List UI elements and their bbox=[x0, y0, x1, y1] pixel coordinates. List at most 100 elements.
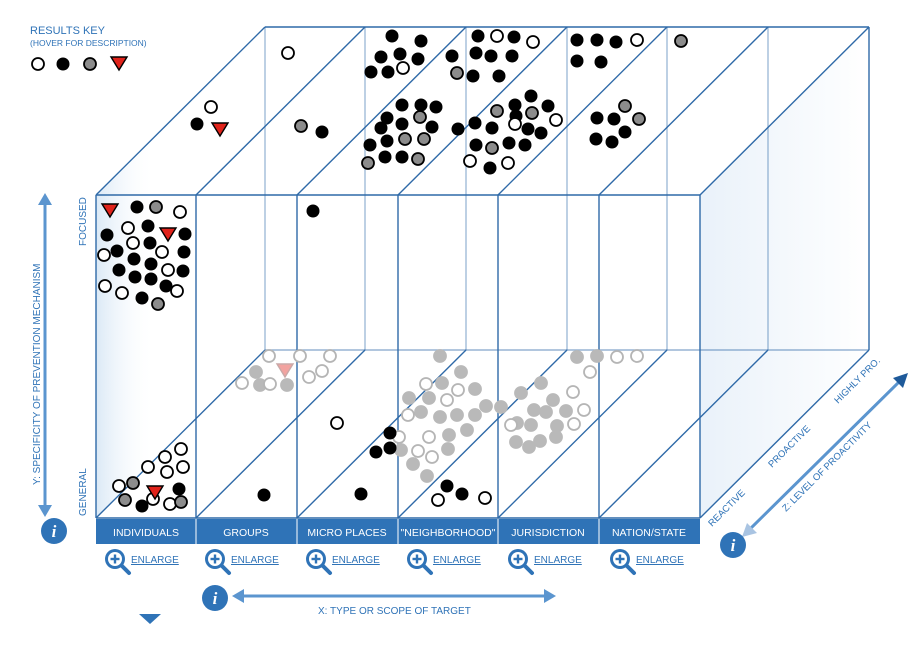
key-red-triangle[interactable] bbox=[109, 56, 129, 72]
enlarge-button-micro-places[interactable]: ENLARGE bbox=[306, 549, 380, 575]
result-marker-gray[interactable] bbox=[433, 349, 447, 363]
result-marker-gray[interactable] bbox=[514, 386, 528, 400]
result-marker-black[interactable] bbox=[315, 125, 329, 139]
result-marker-gray[interactable] bbox=[524, 418, 538, 432]
result-marker-black[interactable] bbox=[374, 121, 388, 135]
result-marker-white[interactable] bbox=[504, 418, 518, 432]
result-marker-black[interactable] bbox=[507, 30, 521, 44]
result-marker-black[interactable] bbox=[508, 98, 522, 112]
result-marker-black[interactable] bbox=[469, 138, 483, 152]
result-marker-white[interactable] bbox=[170, 284, 184, 298]
result-marker-black[interactable] bbox=[607, 112, 621, 126]
result-marker-gray[interactable] bbox=[546, 393, 560, 407]
result-marker-black[interactable] bbox=[383, 441, 397, 455]
result-marker-white[interactable] bbox=[262, 349, 276, 363]
result-marker-white[interactable] bbox=[549, 113, 563, 127]
result-marker-black[interactable] bbox=[445, 49, 459, 63]
result-marker-white[interactable] bbox=[204, 100, 218, 114]
result-marker-white[interactable] bbox=[440, 393, 454, 407]
result-marker-white[interactable] bbox=[501, 156, 515, 170]
result-marker-black[interactable] bbox=[257, 488, 271, 502]
result-marker-gray[interactable] bbox=[618, 99, 632, 113]
result-marker-white[interactable] bbox=[463, 154, 477, 168]
result-marker-black[interactable] bbox=[483, 161, 497, 175]
column-header-neighborhood[interactable]: "NEIGHBORHOOD" bbox=[401, 527, 496, 539]
result-marker-gray[interactable] bbox=[433, 410, 447, 424]
result-marker-black[interactable] bbox=[112, 263, 126, 277]
column-header-individuals[interactable]: INDIVIDUALS bbox=[113, 527, 179, 539]
result-marker-black[interactable] bbox=[485, 121, 499, 135]
result-marker-black[interactable] bbox=[524, 89, 538, 103]
result-marker-gray[interactable] bbox=[118, 493, 132, 507]
result-marker-white[interactable] bbox=[490, 29, 504, 43]
result-marker-gray[interactable] bbox=[539, 405, 553, 419]
result-marker-gray[interactable] bbox=[454, 365, 468, 379]
result-marker-gray[interactable] bbox=[509, 435, 523, 449]
result-marker-gray[interactable] bbox=[479, 399, 493, 413]
result-marker-white[interactable] bbox=[163, 497, 177, 511]
result-marker-black[interactable] bbox=[144, 272, 158, 286]
result-marker-white[interactable] bbox=[610, 350, 624, 364]
result-marker-gray[interactable] bbox=[522, 440, 536, 454]
result-marker-white[interactable] bbox=[98, 279, 112, 293]
result-marker-gray[interactable] bbox=[525, 106, 539, 120]
result-marker-white[interactable] bbox=[173, 205, 187, 219]
result-marker-gray[interactable] bbox=[411, 152, 425, 166]
result-marker-gray[interactable] bbox=[249, 365, 263, 379]
result-marker-gray[interactable] bbox=[406, 457, 420, 471]
key-white-circle[interactable] bbox=[31, 57, 45, 71]
result-marker-gray[interactable] bbox=[174, 495, 188, 509]
enlarge-label[interactable]: ENLARGE bbox=[636, 555, 684, 566]
info-button-z-axis[interactable]: i bbox=[720, 532, 746, 558]
result-marker-black[interactable] bbox=[414, 34, 428, 48]
enlarge-button-individuals[interactable]: ENLARGE bbox=[105, 549, 179, 575]
result-marker-gray[interactable] bbox=[361, 156, 375, 170]
result-marker-gray[interactable] bbox=[450, 66, 464, 80]
result-marker-gray[interactable] bbox=[527, 403, 541, 417]
enlarge-button-jurisdiction[interactable]: ENLARGE bbox=[508, 549, 582, 575]
result-marker-gray[interactable] bbox=[632, 112, 646, 126]
result-marker-gray[interactable] bbox=[126, 476, 140, 490]
result-marker-gray[interactable] bbox=[590, 349, 604, 363]
result-marker-white[interactable] bbox=[566, 385, 580, 399]
result-marker-black[interactable] bbox=[364, 65, 378, 79]
result-marker-white[interactable] bbox=[97, 248, 111, 262]
result-marker-gray[interactable] bbox=[417, 132, 431, 146]
result-marker-gray[interactable] bbox=[413, 110, 427, 124]
column-header-jurisdiction[interactable]: JURISDICTION bbox=[511, 527, 585, 539]
result-marker-black[interactable] bbox=[141, 219, 155, 233]
result-marker-black[interactable] bbox=[590, 111, 604, 125]
result-marker-black[interactable] bbox=[618, 125, 632, 139]
result-marker-black[interactable] bbox=[100, 228, 114, 242]
result-marker-white[interactable] bbox=[323, 349, 337, 363]
result-marker-black[interactable] bbox=[380, 111, 394, 125]
result-marker-black[interactable] bbox=[306, 204, 320, 218]
result-marker-gray[interactable] bbox=[149, 200, 163, 214]
result-marker-gray[interactable] bbox=[435, 376, 449, 390]
result-marker-black[interactable] bbox=[378, 150, 392, 164]
result-marker-white[interactable] bbox=[451, 383, 465, 397]
result-marker-black[interactable] bbox=[589, 132, 603, 146]
enlarge-button-groups[interactable]: ENLARGE bbox=[205, 549, 279, 575]
result-marker-black[interactable] bbox=[469, 46, 483, 60]
result-marker-white[interactable] bbox=[281, 46, 295, 60]
result-marker-black[interactable] bbox=[594, 55, 608, 69]
result-marker-black[interactable] bbox=[135, 291, 149, 305]
result-marker-gray[interactable] bbox=[414, 405, 428, 419]
result-marker-gray[interactable] bbox=[441, 442, 455, 456]
result-marker-white[interactable] bbox=[126, 236, 140, 250]
result-marker-black[interactable] bbox=[374, 50, 388, 64]
result-marker-black[interactable] bbox=[128, 270, 142, 284]
result-marker-red-triangle[interactable] bbox=[210, 122, 230, 138]
result-marker-red-triangle[interactable] bbox=[275, 363, 295, 379]
result-marker-gray[interactable] bbox=[398, 132, 412, 146]
result-marker-black[interactable] bbox=[135, 499, 149, 513]
result-marker-white[interactable] bbox=[431, 493, 445, 507]
result-marker-gray[interactable] bbox=[422, 391, 436, 405]
info-button-x-axis[interactable]: i bbox=[202, 585, 228, 611]
result-marker-white[interactable] bbox=[425, 450, 439, 464]
result-marker-black[interactable] bbox=[127, 252, 141, 266]
result-marker-gray[interactable] bbox=[468, 408, 482, 422]
result-marker-white[interactable] bbox=[112, 479, 126, 493]
result-marker-black[interactable] bbox=[363, 138, 377, 152]
